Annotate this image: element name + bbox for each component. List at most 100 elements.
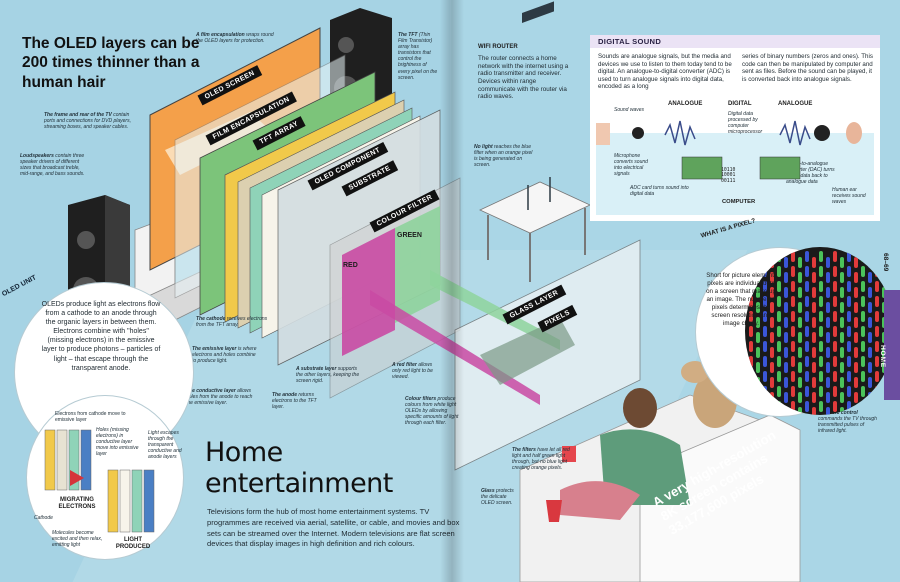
sub-pixel — [763, 326, 767, 337]
sub-pixel — [763, 371, 767, 382]
book-gutter — [440, 0, 464, 582]
sub-pixel — [784, 257, 788, 268]
sub-pixel — [847, 281, 851, 292]
sub-pixel — [798, 392, 802, 403]
sub-pixel — [791, 326, 795, 337]
sub-pixel — [833, 356, 837, 367]
sub-pixel — [847, 296, 851, 307]
sub-pixel — [805, 311, 809, 322]
sub-pixel — [812, 287, 816, 298]
sub-pixel — [840, 257, 844, 268]
sub-pixel — [770, 287, 774, 298]
sub-pixel — [854, 317, 858, 328]
sub-pixel — [805, 386, 809, 397]
sub-pixel — [791, 371, 795, 382]
loudspeaker-icon — [814, 125, 830, 141]
sub-pixel — [756, 302, 760, 313]
sub-pixel — [791, 311, 795, 322]
light-note: Light escapes through the transparent co… — [148, 430, 182, 461]
sub-pixel — [770, 347, 774, 358]
sub-pixel — [854, 302, 858, 313]
sub-pixel — [770, 377, 774, 388]
sub-pixel — [840, 287, 844, 298]
person-body — [600, 429, 690, 505]
pixel-zoom-image — [745, 247, 895, 415]
sub-pixel — [854, 332, 858, 343]
sub-pixel — [840, 392, 844, 403]
sub-pixel — [812, 257, 816, 268]
sub-pixel — [756, 332, 760, 343]
microphone-note: Microphone converts sound into electrica… — [614, 153, 648, 178]
sub-pixel — [826, 392, 830, 403]
sub-pixel — [868, 362, 872, 373]
annotation-substrate: A substrate layer supports the other lay… — [296, 366, 360, 385]
sub-pixel — [798, 317, 802, 328]
digital-sound-box: DIGITAL SOUND Sounds are analogue signal… — [590, 35, 880, 221]
annotation-cathode: The cathode receives electrons from the … — [196, 316, 268, 329]
section-tab[interactable] — [884, 290, 900, 400]
sub-pixel — [819, 386, 823, 397]
sub-pixel — [770, 362, 774, 373]
sub-pixel — [875, 281, 879, 292]
drink-cup — [546, 500, 562, 522]
dac-card-icon — [759, 156, 801, 180]
section-title: Home entertainment — [205, 437, 393, 500]
annotation-glass: Glass protects the delicate OLED screen. — [481, 488, 514, 507]
annotation-filters: The filters have let all red light and h… — [512, 447, 570, 472]
section-tab-label: HOME — [879, 345, 886, 368]
sub-pixel — [805, 251, 809, 262]
section-intro: Televisions form the hub of most home en… — [207, 507, 460, 549]
molecules-note: Molecules become excited and then relax,… — [52, 530, 103, 549]
sub-pixel — [847, 356, 851, 367]
sub-pixel — [875, 326, 879, 337]
sub-pixel — [833, 401, 837, 412]
annotation-colour-filters: Colour filters produce colours from whit… — [405, 396, 458, 427]
sub-pixel — [847, 266, 851, 277]
digital-sound-art — [596, 120, 862, 180]
sub-pixel — [812, 332, 816, 343]
sub-pixel — [791, 251, 795, 262]
sub-pixel — [812, 392, 816, 403]
sub-pixel — [756, 347, 760, 358]
sub-pixel — [826, 332, 830, 343]
dac-note: Digital-to-analogue converter (DAC) turn… — [786, 161, 835, 186]
sub-pixel — [840, 362, 844, 373]
sub-pixel — [784, 302, 788, 313]
annotation-tft: The TFT (Thin Film Transistor) array has… — [398, 32, 438, 81]
annotation-conductive: The conductive layer allows holes from t… — [186, 388, 253, 407]
speaker-mouth-icon — [596, 123, 610, 145]
sub-pixel — [833, 296, 837, 307]
sub-pixel — [847, 251, 851, 262]
wifi-router-title: WIFI ROUTER — [478, 44, 518, 50]
sub-pixel — [847, 386, 851, 397]
sub-pixel — [833, 311, 837, 322]
sub-pixel — [812, 362, 816, 373]
annotation-emissive: The emissive layer is where electrons an… — [192, 346, 257, 365]
computer-label: COMPUTER — [722, 199, 756, 205]
sub-pixel — [763, 311, 767, 322]
sub-pixel — [812, 317, 816, 328]
sound-waves-note: Sound waves — [614, 107, 645, 113]
sub-pixel — [756, 287, 760, 298]
sub-pixel — [805, 326, 809, 337]
sub-pixel — [784, 317, 788, 328]
sub-pixel — [833, 281, 837, 292]
sub-pixel — [812, 407, 816, 415]
popcorn-box — [562, 446, 576, 462]
label-green: GREEN — [397, 232, 422, 239]
sub-pixel — [819, 296, 823, 307]
oled-unit-description: OLEDs produce light as electrons flow fr… — [41, 301, 161, 372]
sub-pixel — [784, 332, 788, 343]
sub-pixel — [875, 311, 879, 322]
sub-pixel — [805, 371, 809, 382]
sub-pixel — [798, 287, 802, 298]
sub-pixel — [833, 251, 837, 262]
sub-pixel — [791, 296, 795, 307]
sub-pixel — [861, 386, 865, 397]
sub-pixel — [840, 272, 844, 283]
sub-pixel — [756, 317, 760, 328]
sub-pixel — [861, 281, 865, 292]
sub-pixel — [861, 326, 865, 337]
sub-pixel — [777, 356, 781, 367]
